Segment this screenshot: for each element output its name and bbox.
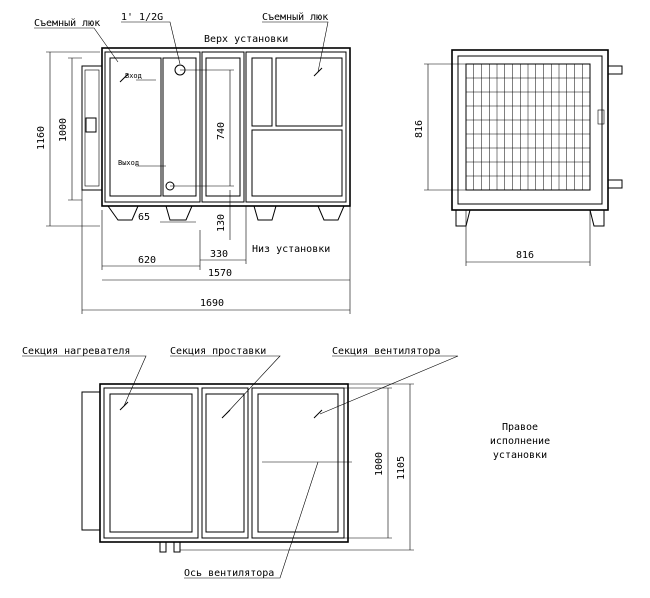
dim-side-width: 816 bbox=[516, 250, 534, 261]
front-spacer-panel bbox=[205, 57, 241, 197]
side-casing bbox=[451, 49, 609, 211]
label-bottom-of-unit: Низ установки bbox=[252, 244, 330, 255]
front-leg-3 bbox=[253, 205, 277, 221]
hatch-marker-left bbox=[119, 73, 129, 83]
label-spacer-section: Секция проставки bbox=[170, 346, 266, 357]
plan-fan-panel bbox=[257, 393, 339, 533]
dim-line-1160 bbox=[46, 51, 100, 227]
label-outlet: Выход bbox=[118, 159, 139, 167]
front-heater-hatch bbox=[109, 57, 162, 197]
dim-plan-1000: 1000 bbox=[374, 452, 385, 476]
front-heater-coil-panel bbox=[162, 57, 197, 197]
dim-line-plan-1000 bbox=[340, 387, 392, 539]
plan-spacer-section bbox=[201, 387, 249, 539]
dim-620: 620 bbox=[138, 255, 156, 266]
label-fan-section: Секция вентилятора bbox=[332, 346, 440, 357]
front-side-box bbox=[81, 65, 103, 191]
front-heater-section bbox=[104, 51, 201, 203]
note-line-1: Правое bbox=[502, 422, 538, 433]
side-pipe-top bbox=[607, 65, 623, 75]
note-line-2: исполнение bbox=[490, 436, 550, 447]
front-side-connector bbox=[85, 117, 97, 133]
dim-740: 740 bbox=[216, 122, 227, 140]
plan-casing bbox=[99, 383, 349, 543]
dim-line-side-height bbox=[424, 63, 466, 191]
dim-1160: 1160 bbox=[36, 126, 47, 150]
label-heater-section: Секция нагревателя bbox=[22, 346, 130, 357]
side-grille-lines bbox=[466, 64, 590, 190]
side-leg-right bbox=[589, 209, 605, 227]
front-fan-hatch bbox=[275, 57, 343, 127]
plan-spacer-panel bbox=[205, 393, 245, 533]
front-view bbox=[81, 47, 351, 221]
side-leg-left bbox=[455, 209, 471, 227]
front-side-box-inner bbox=[84, 69, 100, 187]
plan-view bbox=[81, 383, 414, 553]
plan-fan-section bbox=[251, 387, 345, 539]
plan-heater-panel bbox=[109, 393, 193, 533]
leader-fan-section bbox=[319, 355, 459, 415]
leader-spacer-section bbox=[170, 355, 281, 415]
front-spacer-section bbox=[201, 51, 245, 203]
leader-pipe bbox=[121, 21, 181, 65]
side-view bbox=[424, 49, 623, 266]
dim-330: 330 bbox=[210, 249, 228, 260]
front-leg-2 bbox=[165, 205, 193, 221]
dim-side-height: 816 bbox=[414, 120, 425, 138]
dim-plan-1105: 1105 bbox=[396, 456, 407, 480]
dim-line-plan-1105 bbox=[180, 383, 414, 551]
dim-1000: 1000 bbox=[58, 118, 69, 142]
leader-fan-axis bbox=[184, 461, 319, 579]
side-inner-frame bbox=[457, 55, 603, 205]
label-fan-axis: Ось вентилятора bbox=[184, 568, 274, 579]
dim-line-1570 bbox=[102, 206, 351, 284]
leader-hatch-left bbox=[34, 27, 119, 63]
dim-line-330 bbox=[200, 206, 247, 264]
leader-heater-section bbox=[22, 355, 147, 407]
plan-side-box bbox=[81, 391, 101, 531]
front-leg-1 bbox=[107, 205, 139, 221]
front-fan-small-panel bbox=[251, 57, 273, 127]
front-fan-lower-panel bbox=[251, 129, 343, 197]
side-pipe-bottom bbox=[607, 179, 623, 189]
plan-marker-fan bbox=[313, 409, 323, 419]
leader-hatch-right bbox=[262, 21, 329, 73]
plan-pipe-stubs bbox=[159, 542, 181, 553]
dim-130: 130 bbox=[216, 214, 227, 232]
label-hatch-left: Съемный люк bbox=[34, 17, 100, 29]
dim-1570: 1570 bbox=[208, 268, 232, 279]
label-inlet: Вход bbox=[125, 72, 142, 80]
note-line-3: установки bbox=[493, 450, 547, 461]
dim-line-740 bbox=[170, 69, 234, 187]
dim-line-1000 bbox=[68, 57, 82, 201]
dim-65: 65 bbox=[138, 212, 150, 223]
front-leg-4 bbox=[317, 205, 345, 221]
dim-1690: 1690 bbox=[200, 298, 224, 309]
side-connector bbox=[597, 109, 605, 125]
dim-line-620 bbox=[101, 210, 201, 270]
label-hatch-right: Съемный люк bbox=[262, 11, 328, 23]
dim-line-1690 bbox=[81, 190, 351, 314]
front-dimension-lines bbox=[46, 51, 351, 314]
label-pipe: 1' 1/2G bbox=[121, 12, 163, 23]
dim-line-side-width bbox=[465, 210, 591, 266]
label-top-of-unit: Верх установки bbox=[204, 34, 288, 45]
front-fan-section bbox=[245, 51, 347, 203]
plan-heater-section bbox=[103, 387, 199, 539]
